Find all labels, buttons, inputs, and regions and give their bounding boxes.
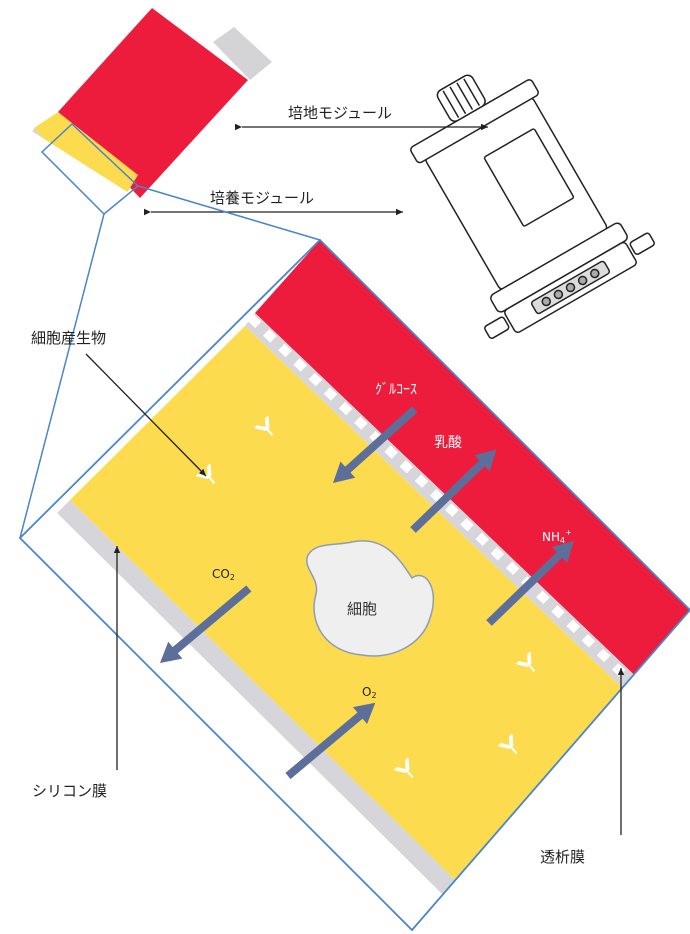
- cell-product-pointer: [85, 353, 207, 477]
- antibody-icon: [516, 652, 535, 672]
- zoom-connector-left: [19, 213, 105, 539]
- lactate-label: 乳酸: [434, 435, 462, 451]
- dialysis-membrane-label: 透析膜: [540, 848, 585, 866]
- gas-compartment: [20, 513, 445, 930]
- antibody-icons: [196, 416, 535, 778]
- ammonium-label: NH4+: [542, 528, 572, 545]
- antibody-icon: [394, 758, 413, 778]
- device-knob: [436, 74, 486, 122]
- silicone-membrane: [57, 500, 458, 897]
- device-window: [483, 128, 575, 227]
- thumbnail-cap: [213, 27, 272, 80]
- lactate-flow-arrow: [410, 449, 497, 533]
- medium-module-label: 培地モジュール: [288, 104, 392, 122]
- cell-label: 細胞: [347, 600, 377, 618]
- glucose-label: ｸﾞﾙｺｰｽ: [375, 382, 417, 398]
- co2-flow-arrow: [160, 585, 252, 663]
- dialysis-membrane-pores: [247, 314, 650, 700]
- culture-module-label: 培養モジュール: [210, 189, 314, 207]
- cell-shape: [306, 540, 435, 657]
- co2-label: CO2: [212, 567, 235, 582]
- bioreactor-module-icon: [410, 74, 655, 339]
- ammonium-flow-arrow: [486, 541, 574, 626]
- cell-product-label: 細胞産生物: [31, 329, 106, 347]
- thumbnail-medium-layer: [58, 8, 248, 198]
- culture-detail-view: [18, 238, 690, 932]
- o2-label: O2: [362, 685, 377, 700]
- o2-flow-arrow: [285, 702, 376, 780]
- antibody-icon: [254, 416, 273, 436]
- antibody-icon: [498, 734, 517, 754]
- flow-arrows: [160, 406, 574, 780]
- glucose-flow-arrow: [333, 406, 418, 483]
- device-port-right: [629, 232, 655, 255]
- zoom-connector-top: [137, 185, 321, 241]
- device-port-left: [484, 316, 510, 339]
- silicone-membrane-label: シリコン膜: [32, 782, 107, 800]
- detail-outline: [18, 238, 690, 932]
